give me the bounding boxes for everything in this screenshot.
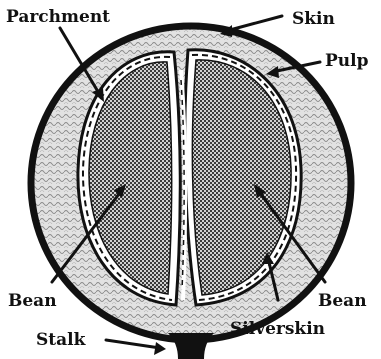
label-silverskin: Silverskin [230, 319, 325, 339]
label-stalk: Stalk [36, 330, 87, 350]
arrowhead-stalk [154, 342, 166, 355]
label-skin: Skin [292, 9, 335, 29]
label-bean-left: Bean [8, 291, 57, 311]
leader-skin [226, 16, 282, 31]
label-bean-right: Bean [318, 291, 367, 311]
stalk-shape [168, 333, 214, 359]
label-pulp: Pulp [325, 51, 369, 71]
leader-stalk [106, 340, 160, 348]
label-parchment: Parchment [6, 7, 110, 27]
